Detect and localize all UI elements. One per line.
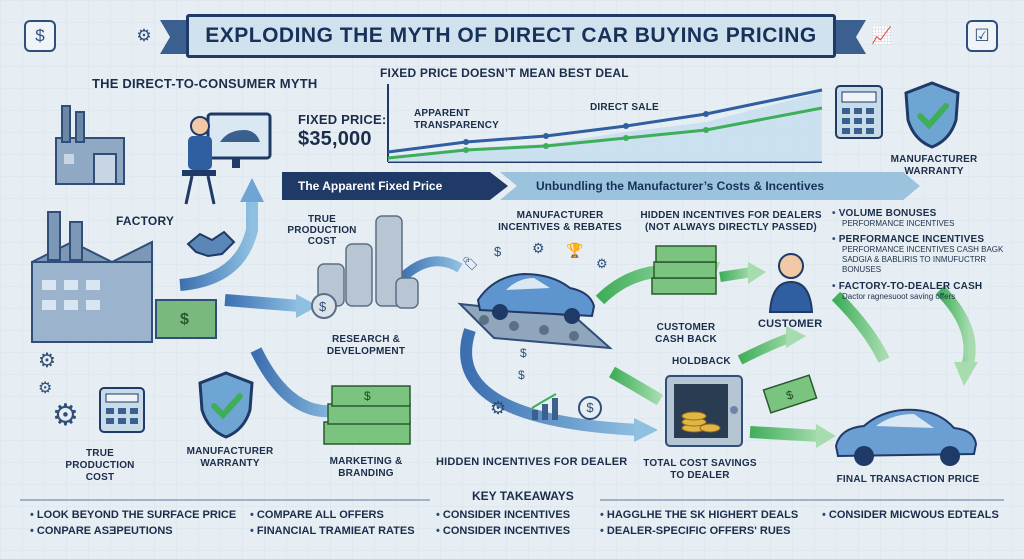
gear-icon: ⚙ [38, 380, 53, 397]
checklist-icon: ☑ [966, 20, 998, 52]
handshake-icon [186, 230, 236, 258]
takeaway-item: Consider incentives [436, 525, 570, 537]
shield-check-icon [198, 371, 254, 439]
cashback-label: Customer Cash Back [655, 322, 717, 345]
true-cost-label-bottom: True Production Cost [65, 448, 135, 483]
gear-icon: ⚙ [136, 26, 152, 45]
unbundling-bar: Unbundling the Manufacturer’s Costs & In… [500, 172, 920, 200]
factory-label: Factory [116, 214, 175, 228]
takeaway-item: Conpare asƎpeutions [30, 525, 173, 537]
takeaway-item: Look beyond the surface price [30, 509, 236, 521]
incentives-label: Manufacturer Incentives & Rebates [498, 210, 622, 233]
cash-stack-illustration [651, 245, 717, 295]
factory-small-illustration [55, 105, 125, 185]
list-item: Performance Incentives Performance Incen… [832, 234, 1020, 275]
rd-label: Research & Development [326, 334, 406, 357]
calculator-icon [835, 85, 883, 139]
bar-chart-icon [531, 393, 558, 420]
car-conveyor-illustration [457, 272, 613, 350]
dollar-icon: $ [520, 346, 527, 360]
marketing-label: Marketing & Branding [329, 456, 403, 479]
svg-text:$: $ [319, 299, 327, 314]
calculator-icon [99, 387, 145, 433]
fixed-price-value: $35,000 [298, 128, 372, 150]
warranty-label-top: Manufacturer Warranty [890, 154, 978, 177]
divider [20, 499, 430, 501]
gear-icon: ⚙ [52, 399, 79, 432]
list-item-sub: Performance Incentives [842, 219, 955, 228]
holdback-label: Holdback [672, 356, 731, 367]
takeaway-item: Financial tramieat rates [250, 525, 415, 537]
takeaways-title: Key Takeaways [472, 489, 574, 503]
hidden-dealers-label: Hidden Incentives for Dealers (Not Alway… [640, 210, 822, 233]
mini-chart-title: Fixed Price Doesn’t Mean Best Deal [380, 66, 629, 80]
incentives-list: Volume Bonuses Performance Incentives Pe… [832, 208, 1020, 301]
divider [600, 499, 1004, 501]
list-item-head: Volume Bonuses [832, 208, 1020, 219]
gear-icon: ⚙ [38, 350, 56, 372]
list-item-head: Factory-to-Dealer Cash [832, 281, 1020, 292]
list-item: Volume Bonuses Performance Incentives [832, 208, 1020, 228]
shield-check-icon [904, 81, 960, 149]
list-item-sub: Performance Incentives Cash Bagk Sadgia … [842, 245, 1004, 274]
page-title: Exploding the Myth of Direct Car Buying … [186, 14, 836, 58]
fixed-price-label: Fixed Price: [298, 112, 387, 127]
list-item-head: Performance Incentives [832, 234, 1020, 245]
takeaway-item: Consider incentives [436, 509, 570, 521]
apparent-fixed-price-bar: The Apparent Fixed Price [282, 172, 508, 200]
cash-bill-icon: $ [762, 374, 818, 414]
svg-text:$: $ [180, 311, 189, 328]
takeaway-item: Hagglhe the sk highert deals [600, 509, 798, 521]
hidden-dealer-label: Hidden Incentives for Dealer [436, 456, 628, 468]
svg-text:$: $ [364, 389, 371, 403]
takeaway-item: Dealer-specific offers' rues [600, 525, 791, 537]
safe-illustration [665, 375, 743, 447]
warranty-label-bottom: Manufacturer Warranty [186, 446, 274, 469]
final-price-label: Final Transaction Price [836, 474, 980, 485]
person-computer-illustration [182, 112, 272, 205]
trophy-icon: 🏆 [566, 242, 584, 258]
svg-text:$: $ [784, 387, 795, 402]
chart-icon: 📈 [871, 26, 893, 45]
final-car-illustration [834, 408, 978, 466]
customer-avatar [768, 253, 814, 313]
mini-chart-label-direct-sale: Direct Sale [590, 102, 659, 113]
list-item: Factory-to-Dealer Cash Dactor ragnesuoot… [832, 281, 1020, 301]
list-item-sub: Dactor ragnesuoot saving offers [842, 292, 956, 301]
customer-label: Customer [758, 318, 823, 330]
dollar-icon: $ [518, 368, 525, 382]
factory-illustration: $ [31, 211, 217, 343]
dollar-icon: $ [578, 396, 602, 420]
coin-stacks-illustration: $ [311, 215, 419, 319]
takeaway-item: Consider micwous edteals [822, 509, 999, 521]
myth-heading: The Direct-to-Consumer Myth [92, 76, 318, 91]
dollar-icon: $ [494, 244, 502, 259]
dollar-icon: $ [24, 20, 56, 52]
gear-icon: ⚙ [532, 240, 545, 256]
tag-icon: 🏷 [462, 256, 479, 271]
gear-icon: ⚙ [490, 398, 507, 418]
cash-stack-illustration: $ [323, 385, 411, 445]
true-cost-label-mid: True Production Cost [287, 214, 357, 247]
mini-chart [387, 84, 823, 163]
mini-chart-label-transparency: Apparent Transparency [414, 108, 499, 131]
total-cost-label: Total Cost Savings to Dealer [643, 458, 757, 481]
gear-icon: ⚙ [596, 256, 608, 271]
takeaway-item: Compare all offers [250, 509, 384, 521]
